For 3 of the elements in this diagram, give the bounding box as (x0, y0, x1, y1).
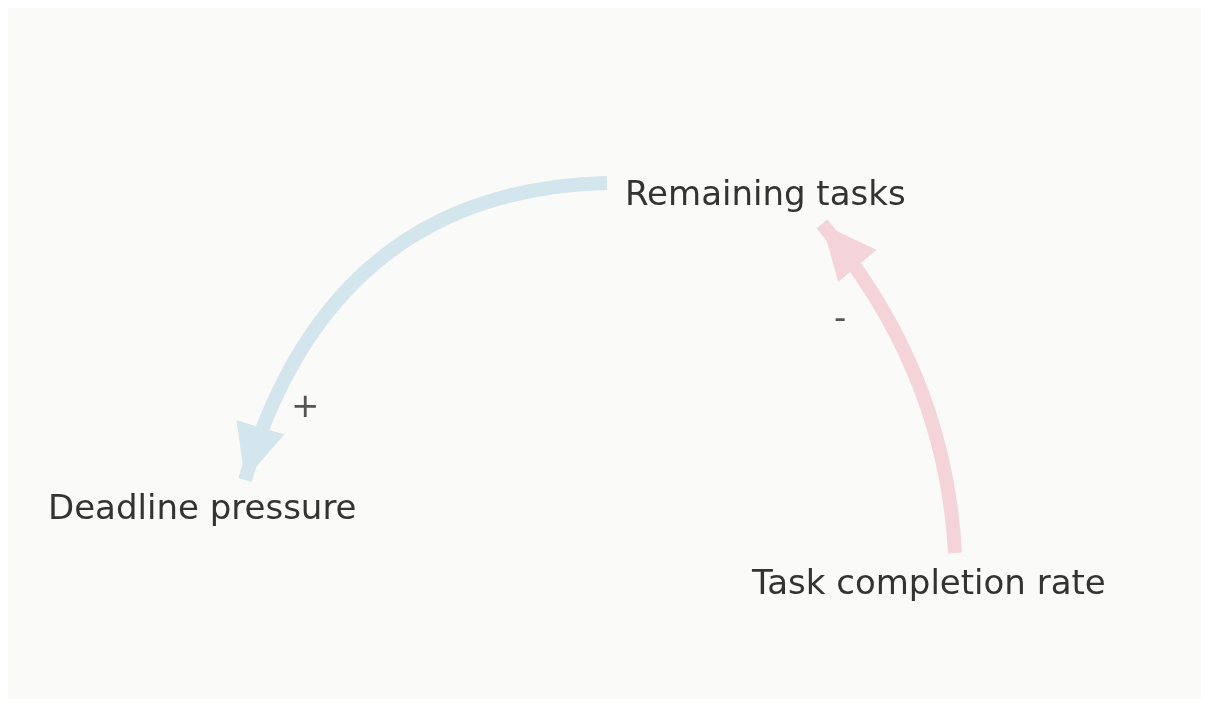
node-label: Remaining tasks (625, 173, 906, 213)
node-label: Task completion rate (752, 562, 1106, 602)
node-label: Deadline pressure (48, 487, 357, 527)
